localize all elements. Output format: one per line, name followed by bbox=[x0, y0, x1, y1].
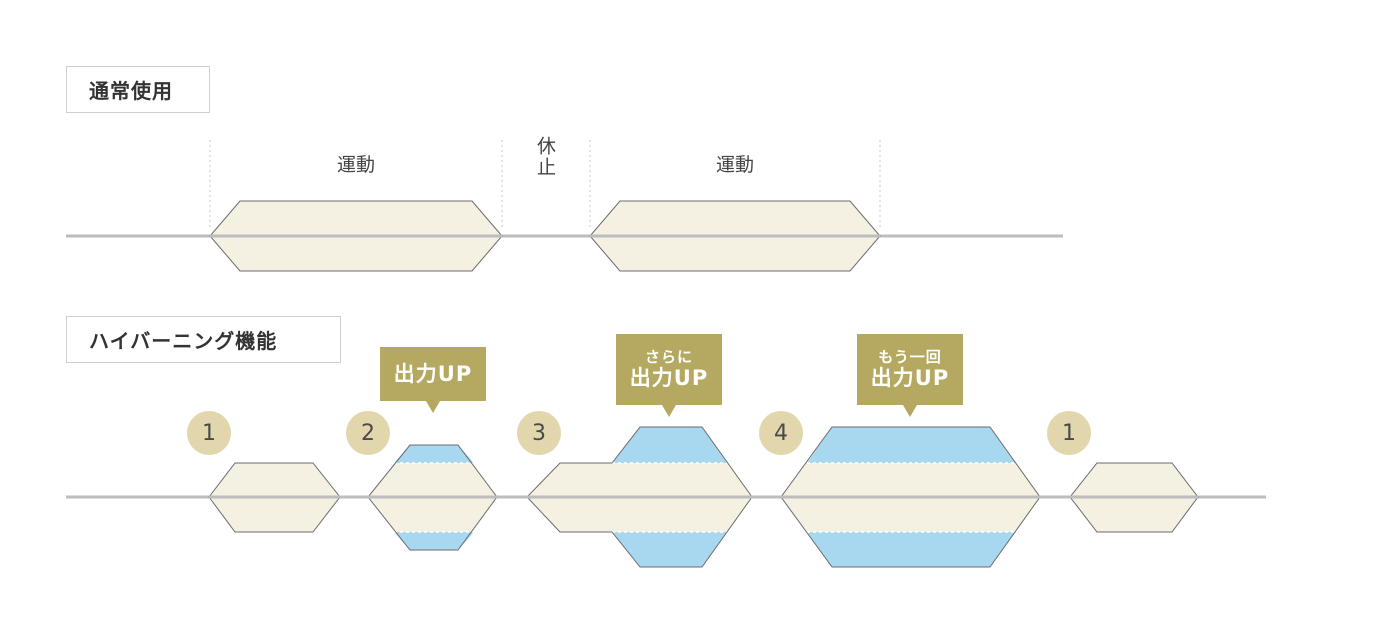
step-circle-2: 2 bbox=[346, 411, 390, 455]
callout-output-up-1: 出力UP bbox=[380, 347, 486, 413]
callout-3-line2: 出力UP bbox=[870, 366, 950, 391]
step-circle-4: 4 bbox=[759, 411, 803, 455]
callout-output-up-3: もう一回 出力UP bbox=[857, 334, 963, 417]
phase-rest: 休止 bbox=[534, 136, 556, 178]
hyper-function-label: ハイバーニング機能 bbox=[66, 316, 341, 363]
phase-motion-1: 運動 bbox=[336, 154, 375, 176]
callout-3-line1: もう一回 bbox=[878, 347, 942, 366]
phase-motion-2: 運動 bbox=[715, 154, 754, 176]
step-circle-3: 3 bbox=[517, 411, 561, 455]
callout-2-line1: さらに bbox=[644, 347, 693, 366]
callout-output-up-2: さらに 出力UP bbox=[616, 334, 722, 417]
callout-1-line2: 出力UP bbox=[393, 361, 473, 386]
step-circle-1: 1 bbox=[187, 411, 231, 455]
callout-2-line2: 出力UP bbox=[629, 366, 709, 391]
step-circle-5: 1 bbox=[1047, 411, 1091, 455]
normal-use-label: 通常使用 bbox=[66, 66, 210, 113]
